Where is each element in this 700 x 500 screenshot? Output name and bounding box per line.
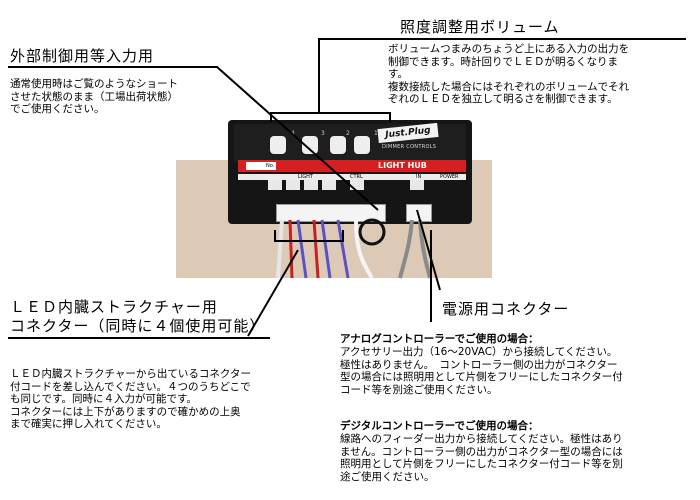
analog-heading: アナログコントローラーでご使用の場合： <box>340 333 539 345</box>
name-bar <box>238 160 466 172</box>
light-button-1[interactable] <box>268 180 282 190</box>
in-label: IN <box>416 174 422 180</box>
light-label: LIGHT <box>298 174 313 180</box>
light-button-3[interactable] <box>304 180 318 190</box>
digital-desc-line: 途ご使用ください。 <box>340 470 435 483</box>
device-subtitle: DIMMER CONTROLS <box>382 144 437 150</box>
led-connector-desc-line: まで確実に押し入れてください。 <box>10 418 167 430</box>
knob-bracket-left <box>270 112 272 122</box>
dimmer-desc-line: す。 <box>388 68 408 80</box>
number-box <box>246 162 276 170</box>
power-in-button[interactable] <box>410 180 424 190</box>
dimmer-knob-4[interactable] <box>270 136 286 154</box>
digital-desc: 線路へのフィーダー出力から接続してください。極性はあり ません。コントローラー側… <box>340 433 696 483</box>
dimmer-desc: ボリュームつまみのちょうど上にある入力の出力を 制御できます。時計回りでＬＥＤが… <box>388 43 693 106</box>
knob-number-1: 1 <box>374 130 378 137</box>
dimmer-desc-line: ボリュームつまみのちょうど上にある入力の出力を <box>388 43 630 55</box>
analog-desc-line: 型の場合には照明用として片側をフリーにしたコネクター付 <box>340 371 623 383</box>
ctrl-label: CTRL <box>350 174 363 180</box>
led-connector-sockets[interactable] <box>276 204 386 222</box>
led-connector-title-line: ＬＥＤ内臓ストラクチャー用 <box>10 298 218 316</box>
knob-number-3: 3 <box>321 130 325 137</box>
power-title: 電源用コネクター <box>442 300 570 318</box>
number-label: No. <box>266 163 275 169</box>
dimmer-callout-horizontal <box>318 38 686 40</box>
external-input-desc-line: 通常使用時はご覧のようなショート <box>10 78 178 90</box>
dimmer-desc-line: 複数接続した場合にはそれぞれのボリュームでそれ <box>388 80 630 93</box>
analog-desc-line: 極性はありません。 コントローラー側の出力がコネクター <box>340 358 618 371</box>
led-connector-underline <box>8 337 270 339</box>
led-connector-desc-line: 付コードを差し込んでください。４つのうちどこで <box>10 380 251 393</box>
dimmer-title: 照度調整用ボリューム <box>400 18 560 36</box>
knob-number-2: 2 <box>346 130 350 137</box>
external-input-desc-line: させた状態のまま（工場出荷状態） <box>10 90 178 103</box>
analog-desc-line: コード等を別途ご使用ください。 <box>340 383 498 396</box>
label-strip <box>238 174 466 180</box>
power-callout-vertical <box>430 230 432 322</box>
led-connector-title: ＬＥＤ内臓ストラクチャー用 コネクター（同時に４個使用可能） <box>10 298 265 336</box>
knob-bracket-top <box>270 112 390 114</box>
led-bracket-left <box>274 230 276 242</box>
ctrl-button[interactable] <box>350 180 364 190</box>
led-connector-desc-line: も同じです。同時に４入力が可能です。 <box>10 393 197 405</box>
led-connector-desc-line: ＬＥＤ内臓ストラクチャーから出ているコネクター <box>10 368 251 380</box>
dimmer-knob-3[interactable] <box>302 136 318 154</box>
digital-desc-line: 線路へのフィーダー出力から接続してください。極性はあり <box>340 433 623 445</box>
digital-desc-line: 照明用として片側をフリーにしたコネクター付コード等を別 <box>340 458 623 470</box>
light-button-2[interactable] <box>286 180 300 190</box>
dimmer-callout-vertical <box>318 38 320 112</box>
external-input-title: 外部制御用等入力用 <box>10 47 155 65</box>
external-input-desc-line: でご使用ください。 <box>10 103 105 115</box>
external-input-underline <box>8 66 218 68</box>
dimmer-knob-1[interactable] <box>354 136 370 154</box>
light-button-4[interactable] <box>322 180 336 190</box>
digital-desc-line: ません。コントローラー側の出力がコネクター型の場合には <box>340 445 623 458</box>
digital-heading: デジタルコントローラーでご使用の場合： <box>340 420 539 432</box>
dimmer-desc-line: ぞれのＬＥＤを独立して明るさを制御できます。 <box>388 93 618 105</box>
led-connector-desc: ＬＥＤ内臓ストラクチャーから出ているコネクター 付コードを差し込んでください。４… <box>10 368 310 431</box>
dimmer-desc-line: 制御できます。時計回りでＬＥＤが明るくなりま <box>388 55 618 68</box>
led-connector-desc-line: コネクターには上下がありますので確かめの上奥 <box>10 405 241 418</box>
power-label: POWER <box>440 174 459 180</box>
led-bracket-right <box>342 230 344 242</box>
light-hub-device: 4 3 2 1 Just.Plug DIMMER CONTROLS LIGHT … <box>228 120 472 224</box>
analog-desc: アクセサリー出力（16～20VAC）から接続してください。 極性はありません。 … <box>340 346 696 396</box>
external-input-desc: 通常使用時はご覧のようなショート させた状態のまま（工場出荷状態） でご使用くだ… <box>10 78 230 116</box>
led-bracket-bottom <box>274 240 344 242</box>
knob-bracket-right <box>389 112 391 122</box>
analog-desc-line: アクセサリー出力（16～20VAC）から接続してください。 <box>340 346 618 358</box>
led-connector-title-line: コネクター（同時に４個使用可能） <box>10 317 266 335</box>
device-name: LIGHT HUB <box>378 161 427 170</box>
dimmer-knob-2[interactable] <box>330 136 346 154</box>
